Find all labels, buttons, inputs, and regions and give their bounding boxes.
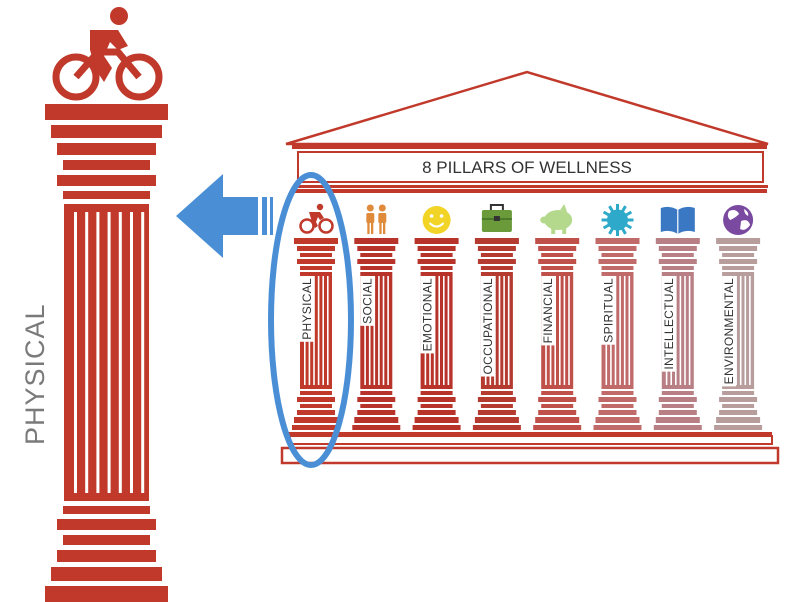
- globe-icon: [723, 205, 754, 235]
- title-band: [297, 151, 764, 183]
- pillar-financial: FINANCIAL: [533, 204, 582, 430]
- pillar-label: OCCUPATIONAL: [481, 278, 495, 375]
- two-people-icon: [366, 204, 387, 234]
- pillar-label: SOCIAL: [360, 278, 374, 324]
- big-physical-pillar: PHYSICAL: [20, 7, 168, 602]
- cyclist-icon: [52, 7, 163, 101]
- highlight-ellipse: [268, 172, 354, 468]
- pillar-occupational: OCCUPATIONAL: [472, 204, 521, 430]
- smiley-icon: [422, 206, 451, 234]
- temple-title: 8 PILLARS OF WELLNESS: [422, 158, 632, 177]
- cyclist-icon: [299, 203, 334, 234]
- pillar-emotional: EMOTIONAL: [412, 206, 461, 430]
- pillar-environmental: ENVIRONMENTAL: [714, 205, 763, 430]
- pillar-label: SPIRITUAL: [602, 278, 616, 343]
- temple-roof: [285, 70, 769, 146]
- focus-pillar-label: PHYSICAL: [20, 303, 50, 445]
- pillar-label: ENVIRONMENTAL: [722, 278, 736, 384]
- book-icon: [660, 206, 695, 234]
- sun-icon: [601, 204, 634, 236]
- pillar-label: FINANCIAL: [541, 278, 555, 343]
- pillar-social: SOCIAL: [352, 204, 401, 430]
- pillar-label: PHYSICAL: [300, 278, 314, 340]
- pillar-intellectual: INTELLECTUAL: [653, 206, 702, 430]
- pillar-label: EMOTIONAL: [421, 278, 435, 351]
- temple: 8 PILLARS OF WELLNESS: [280, 70, 780, 465]
- pillar-row: PHYSICAL SOCIAL EMOTIONAL OCCUPATIONAL FINAN…: [292, 203, 763, 430]
- briefcase-icon: [481, 204, 512, 232]
- pillar-spiritual: SPIRITUAL: [593, 204, 642, 430]
- pillar-label: INTELLECTUAL: [662, 278, 676, 370]
- pillar-physical: PHYSICAL: [292, 203, 340, 430]
- piggy-bank-icon: [540, 204, 573, 234]
- arrow-left-icon: [176, 174, 273, 258]
